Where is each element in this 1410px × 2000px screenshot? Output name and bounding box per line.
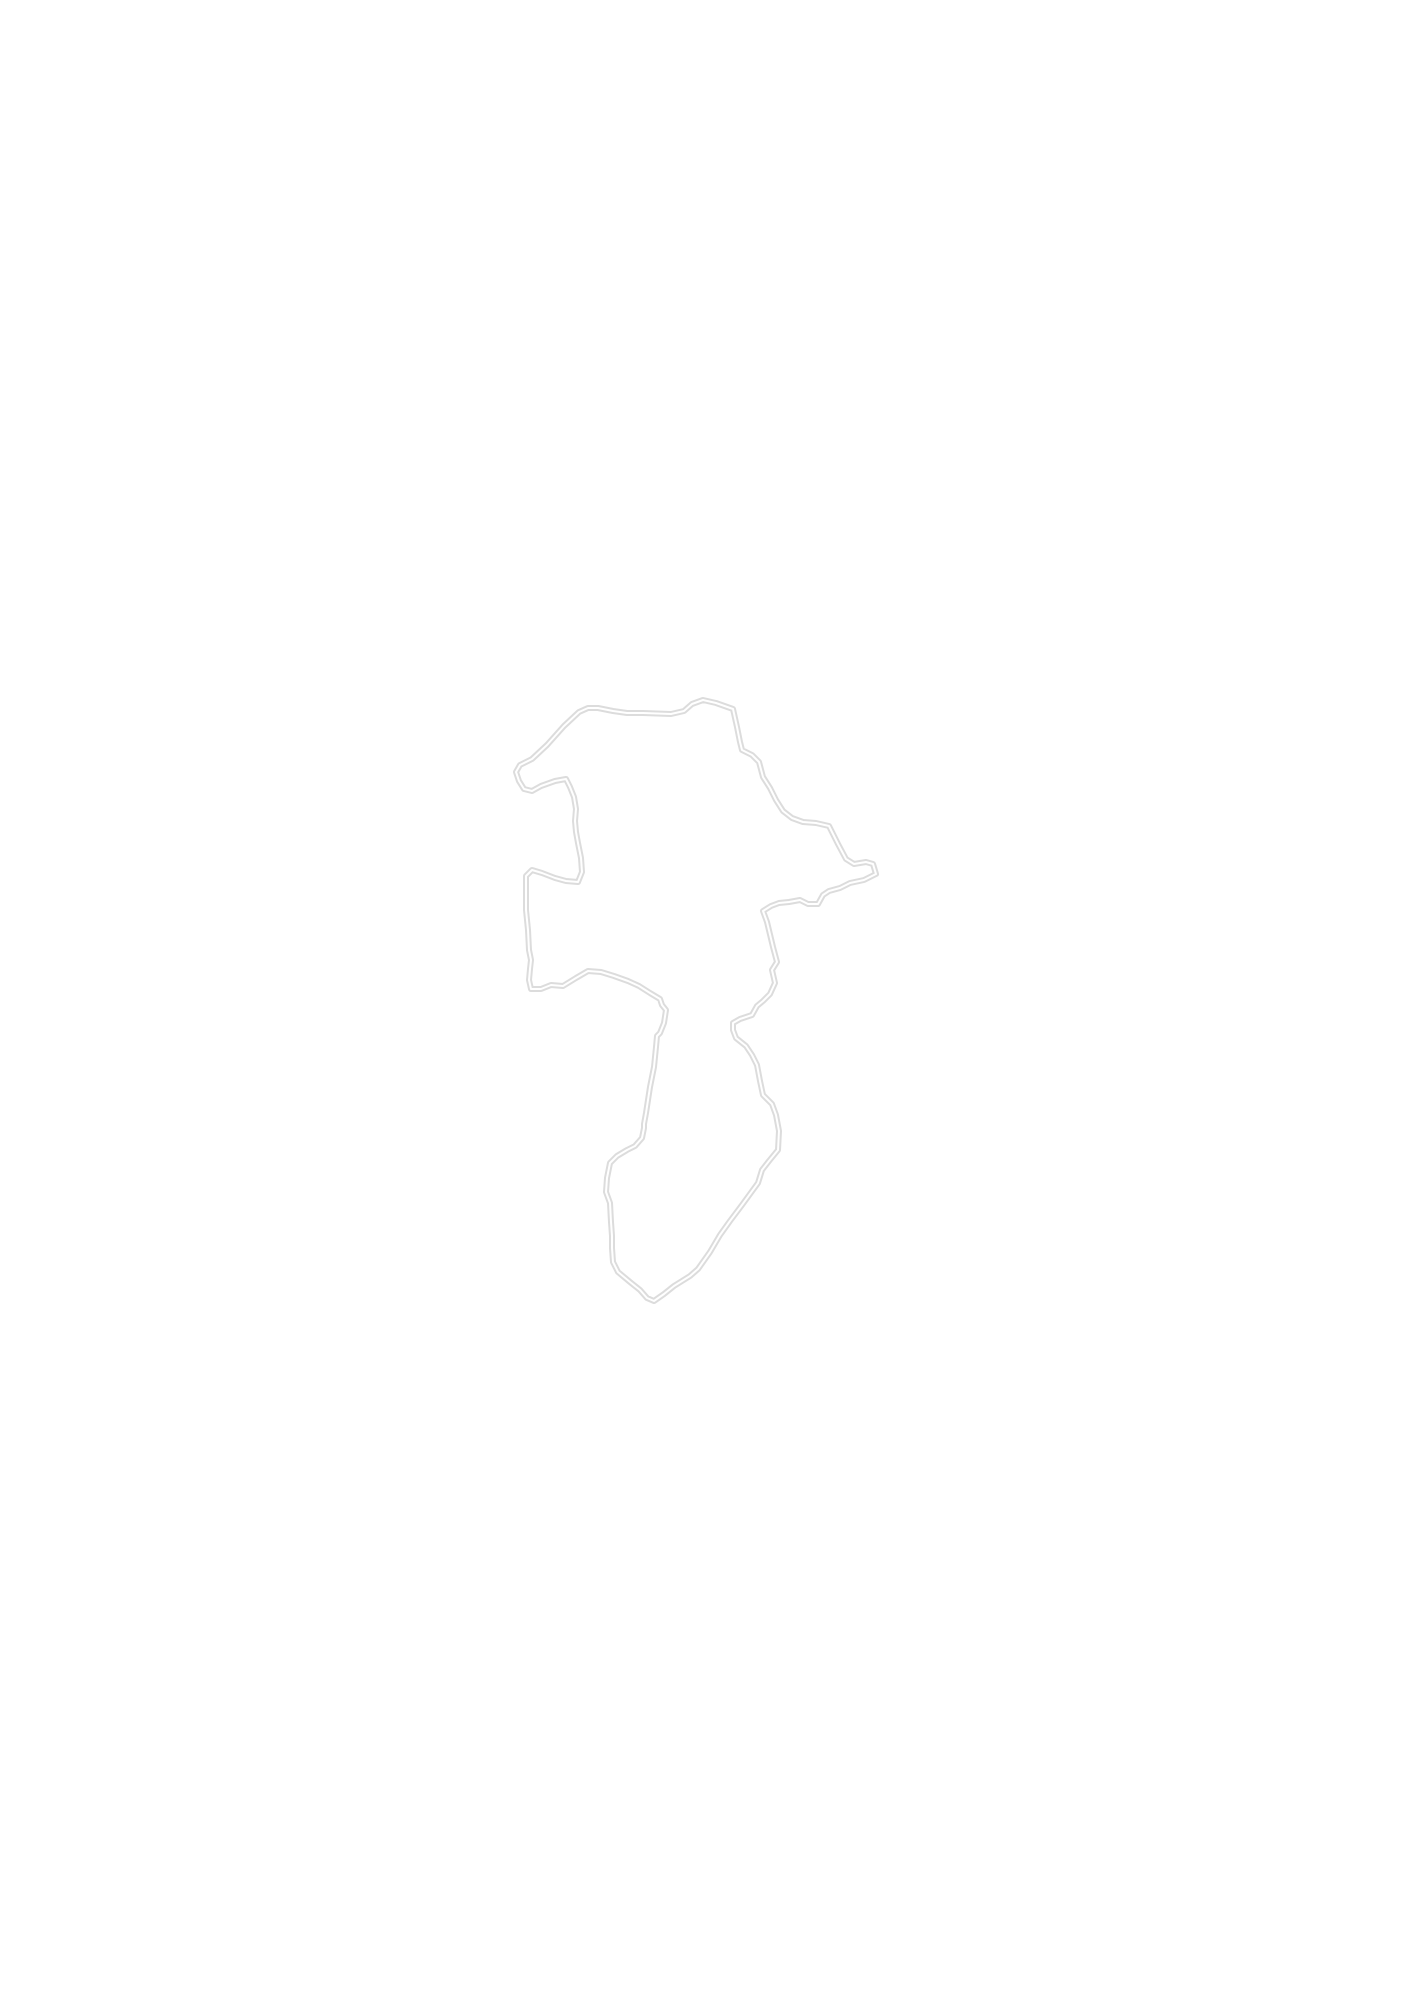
region-boundary: [513, 697, 879, 1304]
region-outline-outer: [513, 697, 879, 1304]
region-outline-inner: [515, 699, 877, 1302]
